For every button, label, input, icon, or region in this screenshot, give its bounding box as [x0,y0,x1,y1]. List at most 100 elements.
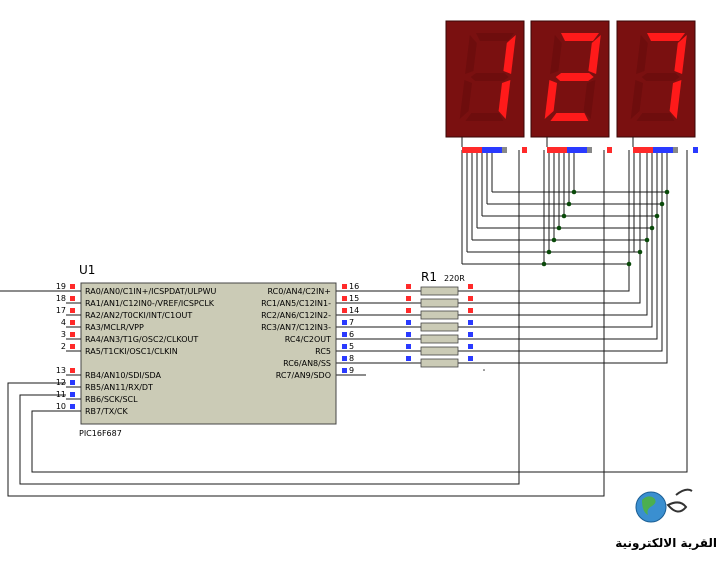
chip-part-label: PIC16F687 [79,429,122,438]
segment-d [465,113,504,121]
pin-state-marker [468,320,473,325]
display-pin-marker [567,147,572,153]
continent-shape [642,496,656,515]
chip-pin-name: RC4/C2OUT [285,335,331,344]
chip-pin-number: 5 [349,342,354,351]
display-pin-marker [668,147,673,153]
junction-dot [659,201,665,207]
segment-d [636,113,675,121]
chip-pin-name: RC0/AN4/C2IN+ [268,287,332,296]
chip-pin-number: 2 [61,342,66,351]
pin-state-marker [406,284,411,289]
pin-state-marker [468,308,473,313]
microcontroller-u1[interactable]: U1 PIC16F687 19RA0/AN0/C1IN+/ICSPDAT/ULP… [56,263,359,438]
pin-state-marker [70,344,75,349]
junction-dots [541,189,670,267]
segment-f [636,35,648,74]
wires [0,150,688,497]
pin-state-marker [342,344,347,349]
display-pin-marker [562,147,567,153]
junction-dot [626,261,632,267]
pin-state-marker [70,368,75,373]
pin-state-marker [468,344,473,349]
stray-dot [483,369,485,371]
seven-segment-displays [445,20,698,153]
chip-pin-name: RA4/AN3/T1G/OSC2/CLKOUT [85,335,198,344]
junction-dot [556,225,562,231]
display-pin-marker [587,147,592,153]
segment-b [503,35,516,74]
segment-e [630,80,643,119]
chip-pin-name: RA3/MCLR/VPP [85,323,144,332]
display-pin-marker [643,147,648,153]
pin-state-marker [468,356,473,361]
resistor-bodies [406,284,473,368]
junction-dot [561,213,567,219]
chip-pin-number: 18 [56,294,66,303]
pin-state-marker [406,320,411,325]
display-pin-marker [572,147,577,153]
chip-pin-name: RA5/T1CKI/OSC1/CLKIN [85,347,178,356]
chip-pin-name: RB6/SCK/SCL [85,395,138,404]
chip-pin-number: 10 [56,402,66,411]
display-pin-marker [663,147,668,153]
pin-state-marker [468,332,473,337]
seven-segment-display [445,20,527,153]
segment-b [674,35,687,74]
segment-b [588,35,601,74]
junction-dot [654,213,660,219]
display-pin-marker [582,147,587,153]
chip-body [80,282,337,425]
chip-pin-name: RC7/AN9/SDO [276,371,331,380]
chip-pin-name: RA2/AN2/T0CKI/INT/C1OUT [85,311,192,320]
resistor-pack-r1[interactable]: R1 220R [406,270,473,368]
chip-pin-number: 16 [349,282,359,291]
watermark-text: القرية الالكترونية [615,536,717,551]
display-pin-marker [653,147,658,153]
chip-pin-number: 3 [61,330,66,339]
resistor-body [420,286,459,296]
pin-state-marker [70,320,75,325]
display-common-marker [522,147,527,153]
chip-pin-number: 13 [56,366,66,375]
junction-dot [566,201,572,207]
display-pin-marker [467,147,472,153]
junction-dot [637,249,643,255]
resistor-body [420,358,459,368]
junction-dot [649,225,655,231]
chip-pin-number: 14 [349,306,359,315]
pin-state-marker [468,284,473,289]
segment-g [555,73,594,81]
pin-state-marker [342,308,347,313]
display-pin-marker [547,147,552,153]
resistor-ref-label: R1 [421,270,437,284]
junction-dot [644,237,650,243]
display-pin-marker [502,147,507,153]
junction-dot [546,249,552,255]
display-pin-marker [482,147,487,153]
segment-c [669,80,682,119]
chip-pin-number: 11 [56,390,66,399]
segment-e [544,80,557,119]
pin-state-marker [406,332,411,337]
display-pin-marker [633,147,638,153]
resistor-body [420,298,459,308]
chip-pin-name: RC3/AN7/C12IN3- [261,323,331,332]
display-pin-marker [487,147,492,153]
segment-c [583,80,596,119]
segment-d [550,113,589,121]
segment-f [550,35,562,74]
pin-state-marker [70,332,75,337]
watermark-logo: القرية الالكترونية [615,488,717,551]
chip-pin-name: RB4/AN10/SDI/SDA [85,371,162,380]
chip-pin-number: 19 [56,282,66,291]
pin-state-marker [70,404,75,409]
chip-pin-name: RC5 [315,347,331,356]
pin-state-marker [70,380,75,385]
display-pin-marker [638,147,643,153]
pin-state-marker [406,356,411,361]
junction-dot [541,261,547,267]
segment-a [647,33,685,41]
